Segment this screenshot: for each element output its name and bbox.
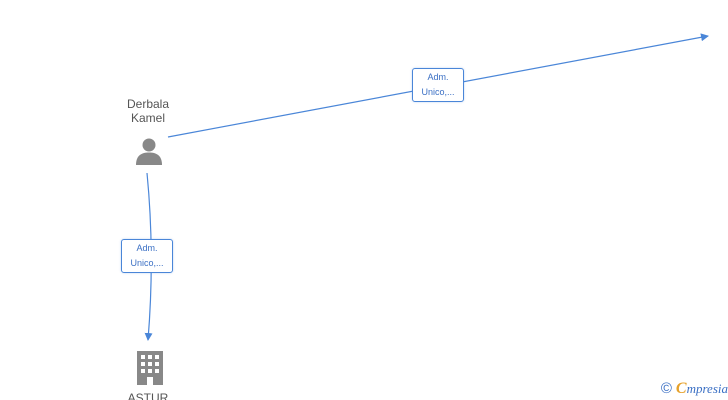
company-name: ASTUR [127,391,169,400]
person-node-label: Derbala Kamel [108,97,188,125]
edge-label-top-line1: Adm. [427,72,449,82]
edge-label-top[interactable]: Adm. Unico,... [412,68,464,102]
edge-label-top-line2: Unico,... [421,87,455,97]
edge-label-vertical-line2: Unico,... [130,258,164,268]
person-icon[interactable] [134,137,164,165]
company-node-label: ASTUR [108,391,188,400]
building-icon[interactable] [135,351,165,385]
brand-initial: C [675,380,687,397]
empresia-watermark: ©Cmpresia [661,380,728,398]
copyright-icon: © [660,380,672,397]
person-name-first: Derbala [126,97,170,111]
person-name-last: Kamel [130,111,165,125]
edge-label-vertical-line1: Adm. [136,243,158,253]
edge-label-vertical[interactable]: Adm. Unico,... [121,239,173,273]
brand-name: mpresia [686,381,728,396]
